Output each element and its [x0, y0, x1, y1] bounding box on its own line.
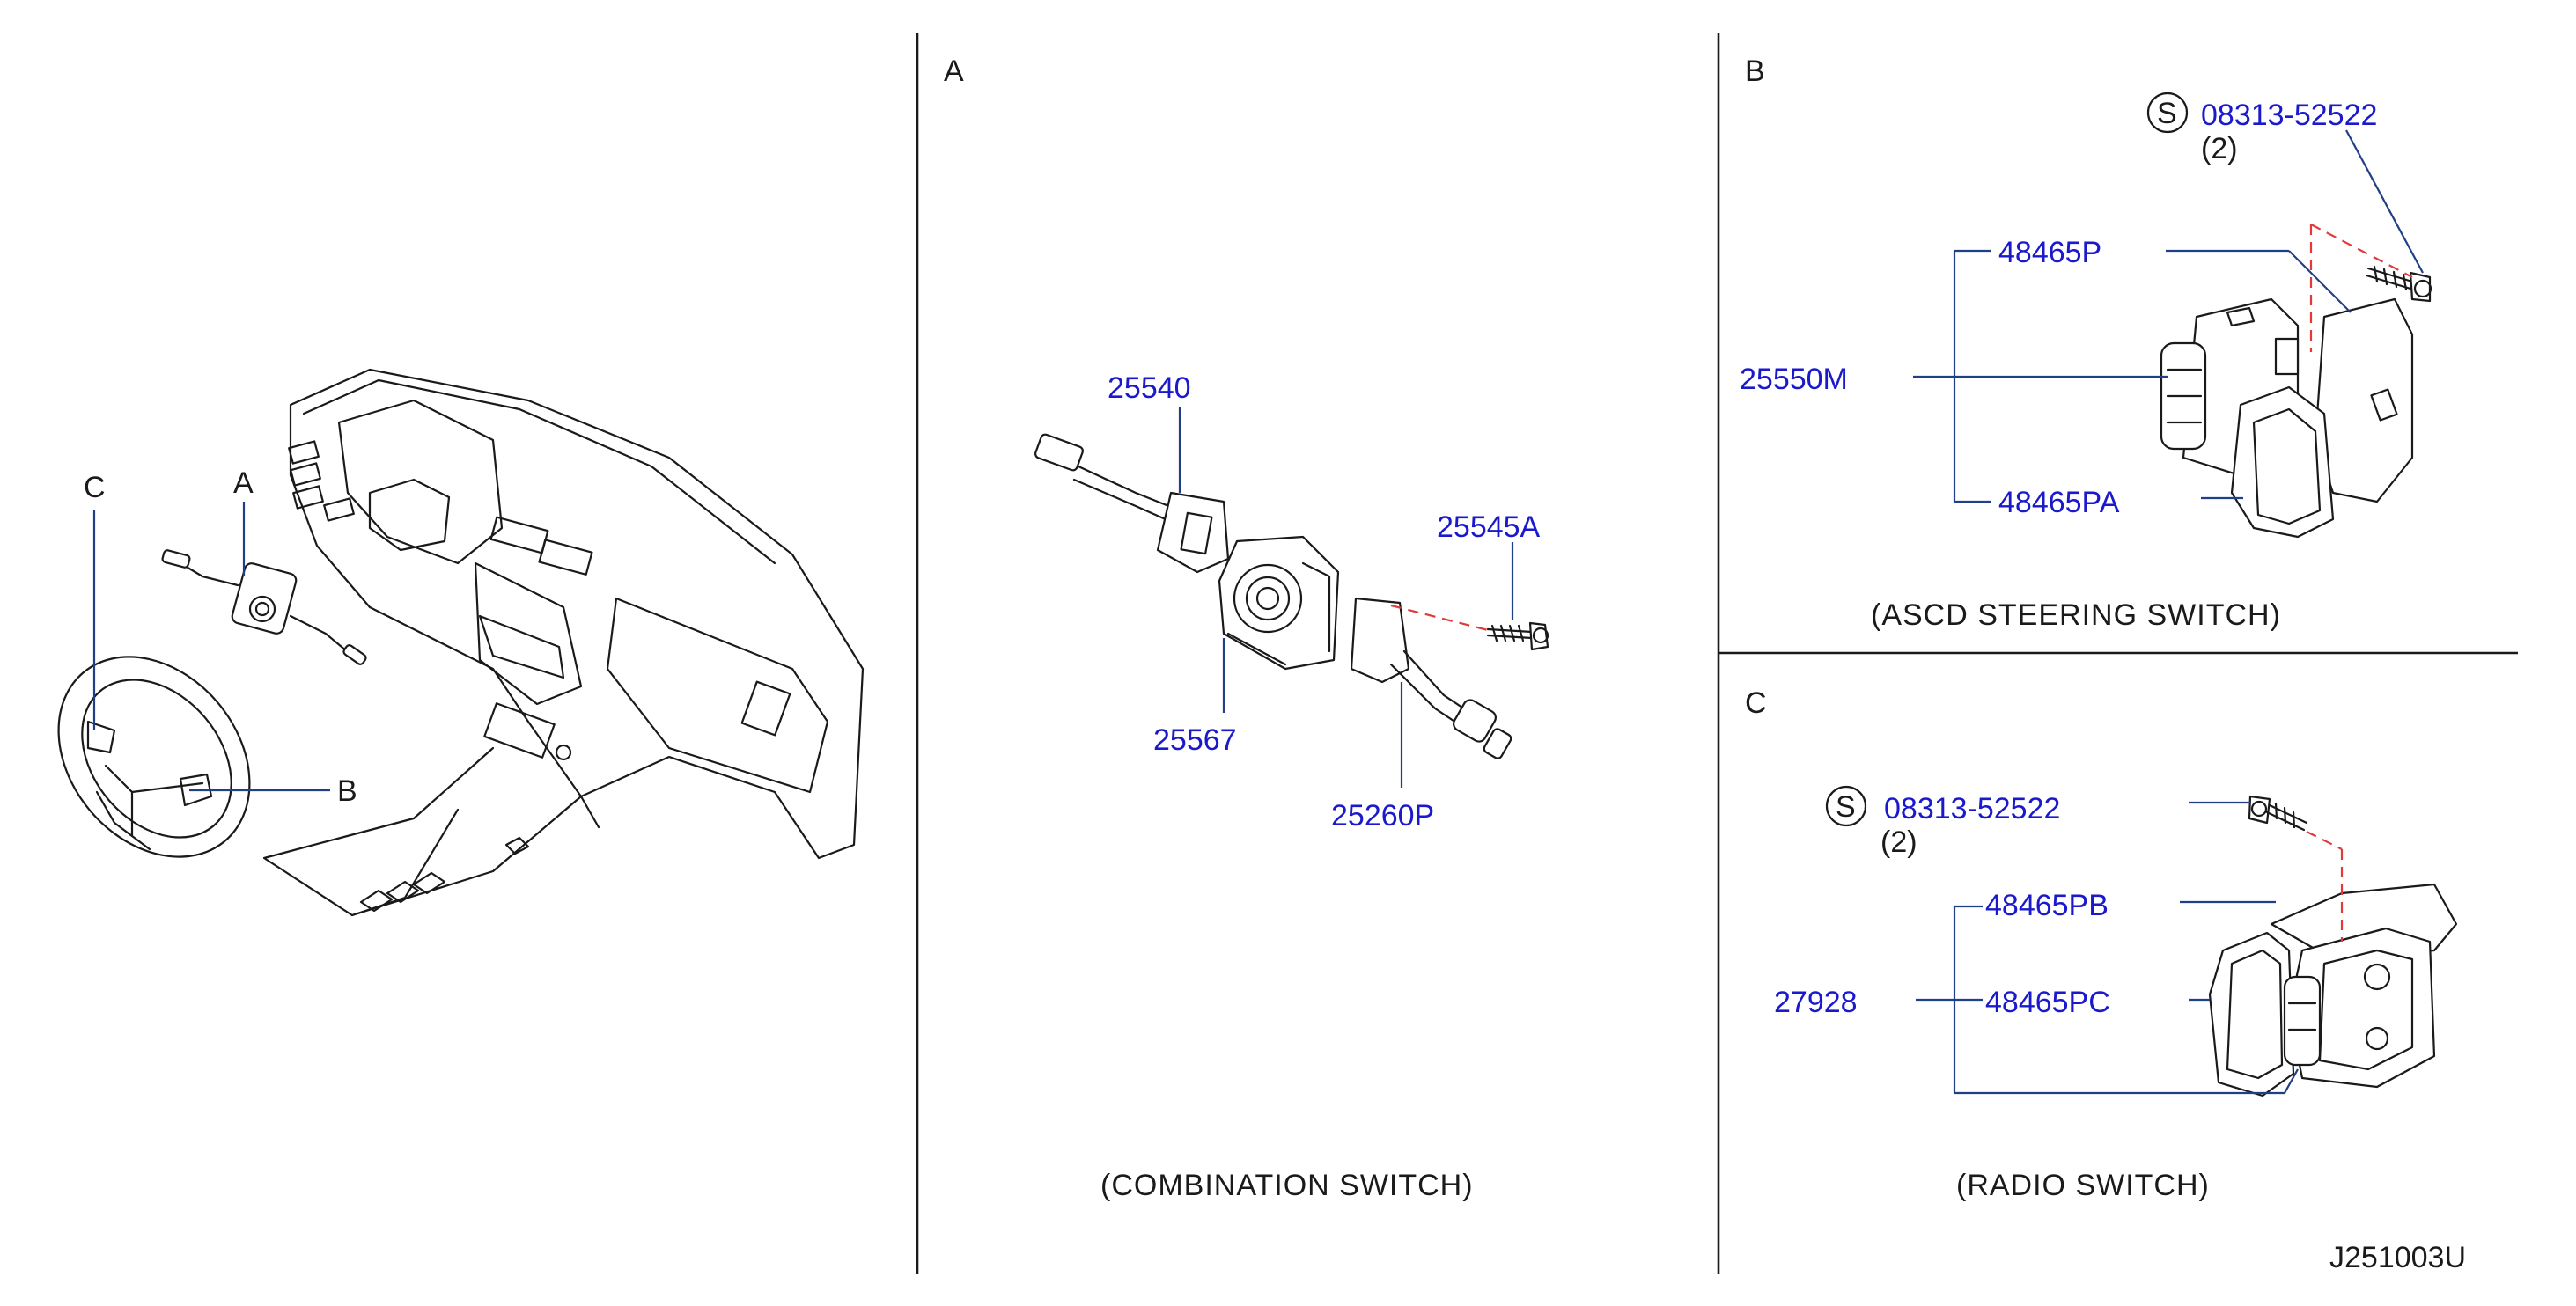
part-number-48465pa: 48465PA: [1998, 486, 2120, 519]
overview-label-b: B: [337, 774, 357, 808]
part-number-25540: 25540: [1108, 371, 1191, 405]
part-number-48465pb: 48465PB: [1985, 889, 2109, 922]
radio-switch-caption: (RADIO SWITCH): [1956, 1169, 2210, 1202]
ascd-switch-illustration: [2160, 265, 2432, 539]
overview-label-c: C: [84, 471, 106, 504]
panel-dividers: [916, 33, 2518, 1274]
part-number-25550m: 25550M: [1740, 363, 1848, 396]
screw-symbol-b: S: [2146, 92, 2189, 134]
section-label-a: A: [944, 55, 964, 88]
part-number-48465p: 48465P: [1998, 236, 2101, 269]
dashboard-overview-illustration: [57, 368, 865, 917]
radio-switch-illustration: [2208, 795, 2458, 1097]
combination-leaders: [1178, 407, 1514, 788]
part-number-48465pc: 48465PC: [1985, 986, 2110, 1019]
diagram-id: J251003U: [2329, 1241, 2466, 1274]
overview-leaders: [92, 502, 330, 792]
radio-leaders: [1916, 801, 2344, 1095]
ascd-switch-caption: (ASCD STEERING SWITCH): [1871, 598, 2281, 632]
screw-symbol-c-letter: S: [1836, 790, 1856, 824]
ascd-leaders: [1913, 129, 2424, 503]
screw-part-number-b: 08313-52522: [2201, 99, 2377, 132]
combination-switch-caption: (COMBINATION SWITCH): [1100, 1169, 1474, 1202]
combination-switch-illustration: [1034, 433, 1549, 759]
section-label-c: C: [1745, 686, 1767, 720]
overview-label-a: A: [233, 466, 254, 500]
part-number-25567: 25567: [1153, 723, 1237, 757]
section-label-b: B: [1745, 55, 1765, 88]
screw-symbol-b-letter: S: [2157, 97, 2177, 130]
screw-part-number-c: 08313-52522: [1884, 792, 2060, 825]
screw-quantity-c: (2): [1880, 825, 1917, 859]
screw-symbol-c: S: [1825, 785, 1867, 827]
part-number-27928: 27928: [1774, 986, 1858, 1019]
part-number-25545a: 25545A: [1437, 510, 1541, 544]
screw-quantity-b: (2): [2201, 132, 2238, 165]
part-number-25260p: 25260P: [1331, 799, 1434, 833]
